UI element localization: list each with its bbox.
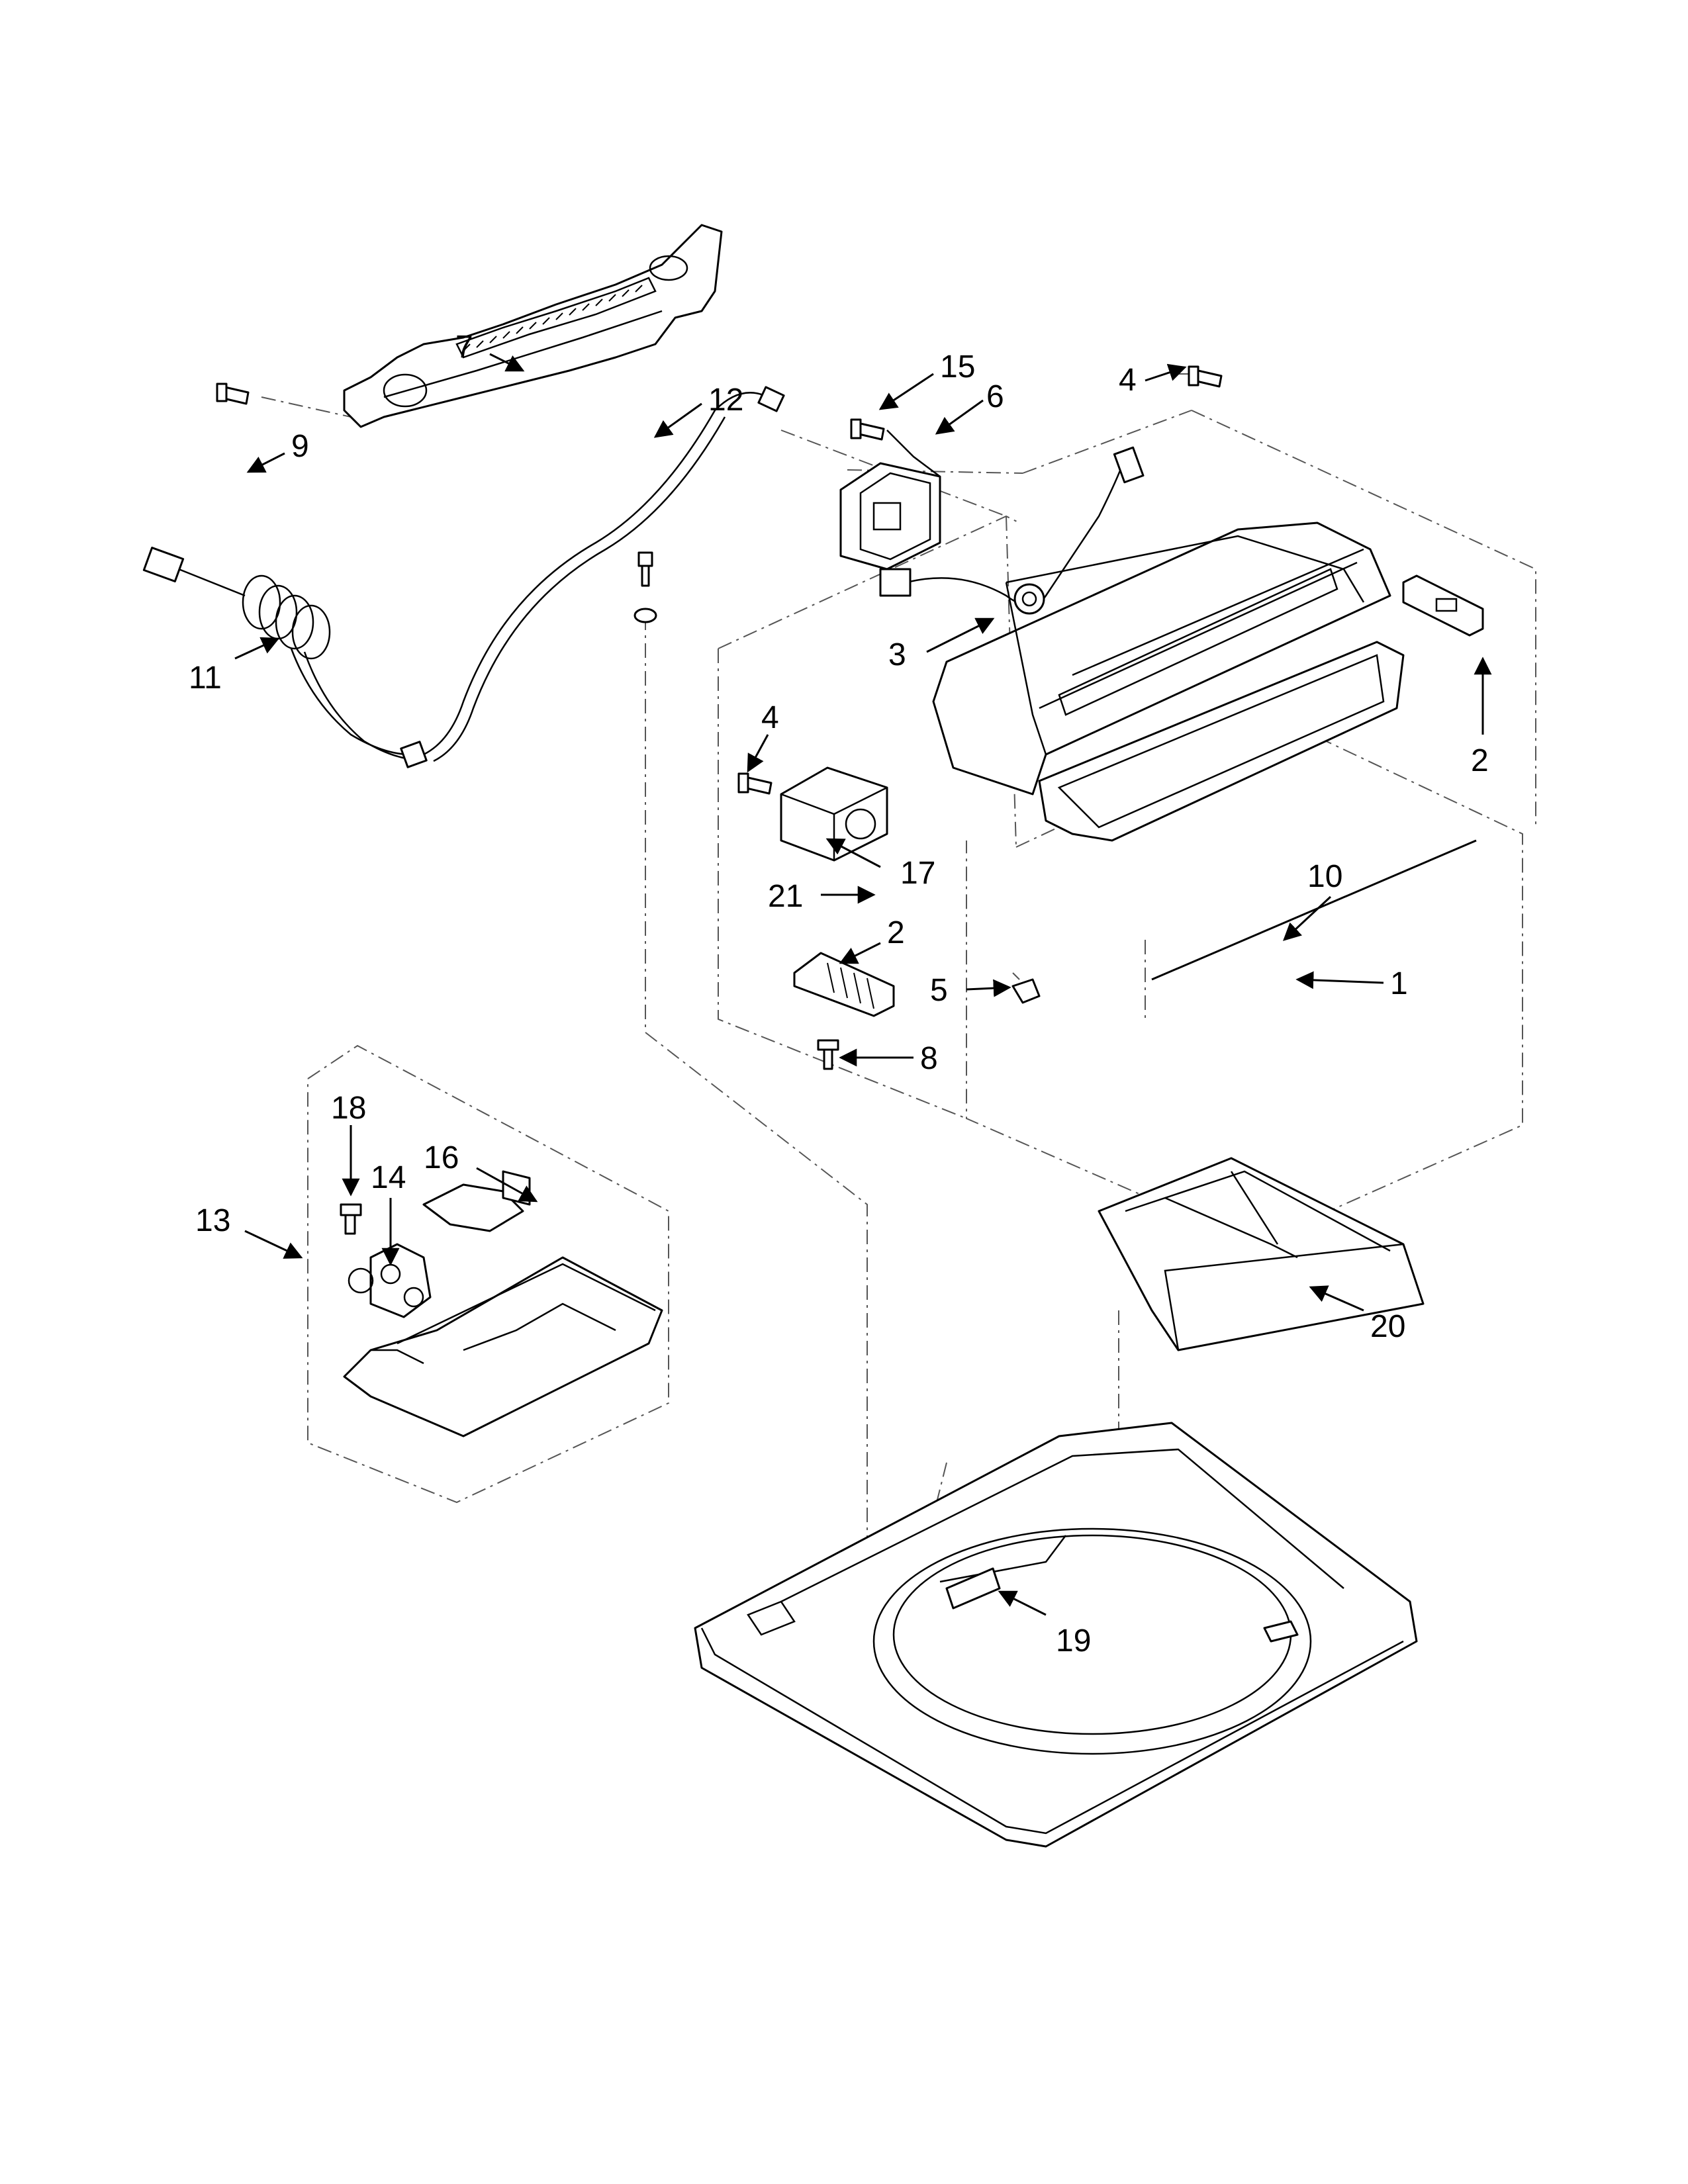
water-valve-assembly [340,1170,663,1437]
console-lower-trim [1038,641,1405,842]
rod-10 [1151,839,1477,981]
callout-17: 17 [900,856,935,891]
callout-13: 13 [195,1203,230,1238]
callout-2-lower: 2 [887,915,905,950]
callout-3: 3 [888,637,906,672]
callout-1: 1 [1390,966,1408,1001]
end-cap-bracket-lower [793,952,895,1017]
ground-screw-12 [633,551,657,623]
callout-8: 8 [920,1041,938,1076]
callout-18: 18 [331,1091,366,1126]
callout-20: 20 [1370,1309,1405,1344]
clip-5 [1011,978,1041,1004]
screw-9 [216,383,250,405]
console-back-panel [343,224,723,428]
screw-4-lower [737,772,773,795]
callout-12: 12 [708,383,743,418]
callout-labels: 1 2 2 3 4 4 5 6 7 8 9 10 11 12 13 14 15 … [189,330,1489,1659]
callout-15: 15 [940,349,975,385]
console-housing [932,522,1391,796]
callout-9: 9 [291,429,309,464]
callout-4-lower: 4 [761,700,779,735]
dispenser-drawer-20 [1098,1157,1425,1351]
screw-15 [850,418,885,441]
control-board [839,462,941,570]
module-17 [780,766,888,862]
callout-10: 10 [1307,859,1342,894]
screw-4-top [1188,365,1223,388]
callout-14: 14 [371,1160,406,1195]
callout-11: 11 [189,660,222,696]
callout-6: 6 [986,379,1004,414]
callout-5: 5 [930,973,948,1008]
leader-arrows [234,353,1492,1616]
callout-4-top: 4 [1119,363,1137,398]
screw-8 [817,1039,839,1070]
callout-21: 21 [768,879,803,914]
power-cord-11 [142,386,785,768]
end-cap-bracket-right [1402,574,1484,637]
wiring-harness-3 [879,430,1145,615]
callout-7: 7 [455,330,473,365]
callout-19: 19 [1056,1623,1091,1659]
callout-16: 16 [424,1140,459,1175]
callout-2-right: 2 [1471,743,1489,778]
top-cabinet [694,1422,1418,1848]
